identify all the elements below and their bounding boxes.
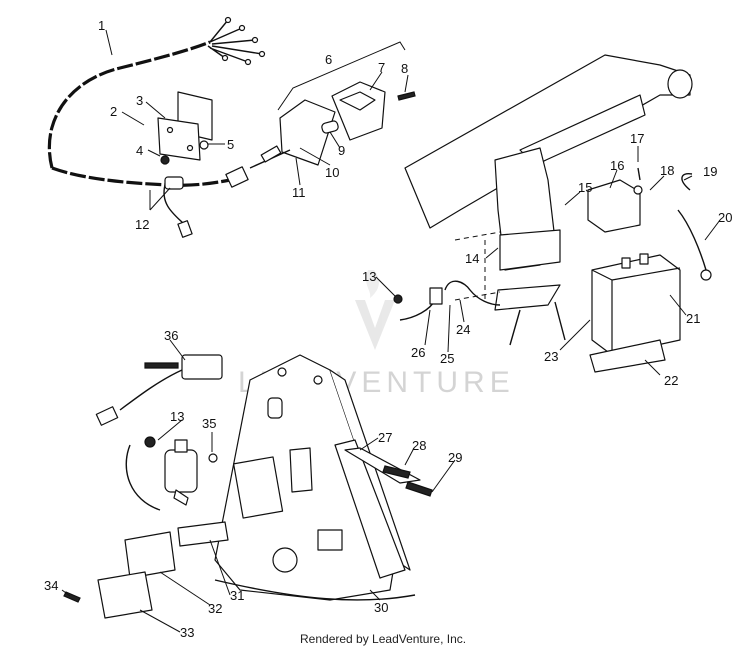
footer-credit: Rendered by LeadVenture, Inc. [300, 632, 466, 646]
callout-23: 23 [544, 349, 558, 364]
callout-33: 33 [180, 625, 194, 640]
callout-13-coil: 13 [170, 409, 184, 424]
coil-assembly [125, 436, 218, 511]
callout-18: 18 [660, 163, 674, 178]
callout-36: 36 [164, 328, 178, 343]
callout-14: 14 [465, 251, 479, 266]
callout-30: 30 [374, 600, 388, 615]
callout-16: 16 [610, 158, 624, 173]
callout-21: 21 [686, 311, 700, 326]
callout-28: 28 [412, 438, 426, 453]
frame [404, 54, 693, 346]
callout-2: 2 [110, 104, 117, 119]
wiring-harness [47, 16, 266, 238]
callout-26: 26 [411, 345, 425, 360]
tail-light [249, 41, 416, 169]
callout-7: 7 [378, 60, 385, 75]
callout-17: 17 [630, 131, 644, 146]
callout-24: 24 [456, 322, 470, 337]
callout-4: 4 [136, 143, 143, 158]
callout-29: 29 [448, 450, 462, 465]
callout-32: 32 [208, 601, 222, 616]
relay-assembly [95, 354, 223, 426]
callout-19: 19 [703, 164, 717, 179]
callout-11: 11 [292, 185, 306, 200]
callout-13-battery: 13 [362, 269, 376, 284]
callout-20: 20 [718, 210, 732, 225]
callout-35: 35 [202, 416, 216, 431]
leader-lines [61, 29, 721, 633]
callout-27: 27 [378, 430, 392, 445]
callout-9: 9 [338, 143, 345, 158]
callout-34: 34 [44, 578, 58, 593]
mounting-plate [157, 91, 213, 165]
callout-22: 22 [664, 373, 678, 388]
callout-6: 6 [325, 52, 332, 67]
callout-1: 1 [98, 18, 105, 33]
callout-3: 3 [136, 93, 143, 108]
callout-31: 31 [230, 588, 244, 603]
callout-8: 8 [401, 61, 408, 76]
callout-5: 5 [227, 137, 234, 152]
regulator-assembly [63, 447, 433, 619]
callouts: 1 2 3 4 5 6 7 8 9 10 11 12 13 13 14 15 1… [44, 18, 732, 640]
callout-12: 12 [135, 217, 149, 232]
callout-15: 15 [578, 180, 592, 195]
watermark-logo-icon [355, 270, 395, 350]
battery-assembly [587, 167, 712, 373]
callout-10: 10 [325, 165, 339, 180]
battery-cable [393, 280, 501, 321]
callout-25: 25 [440, 351, 454, 366]
control-panel [214, 354, 416, 601]
